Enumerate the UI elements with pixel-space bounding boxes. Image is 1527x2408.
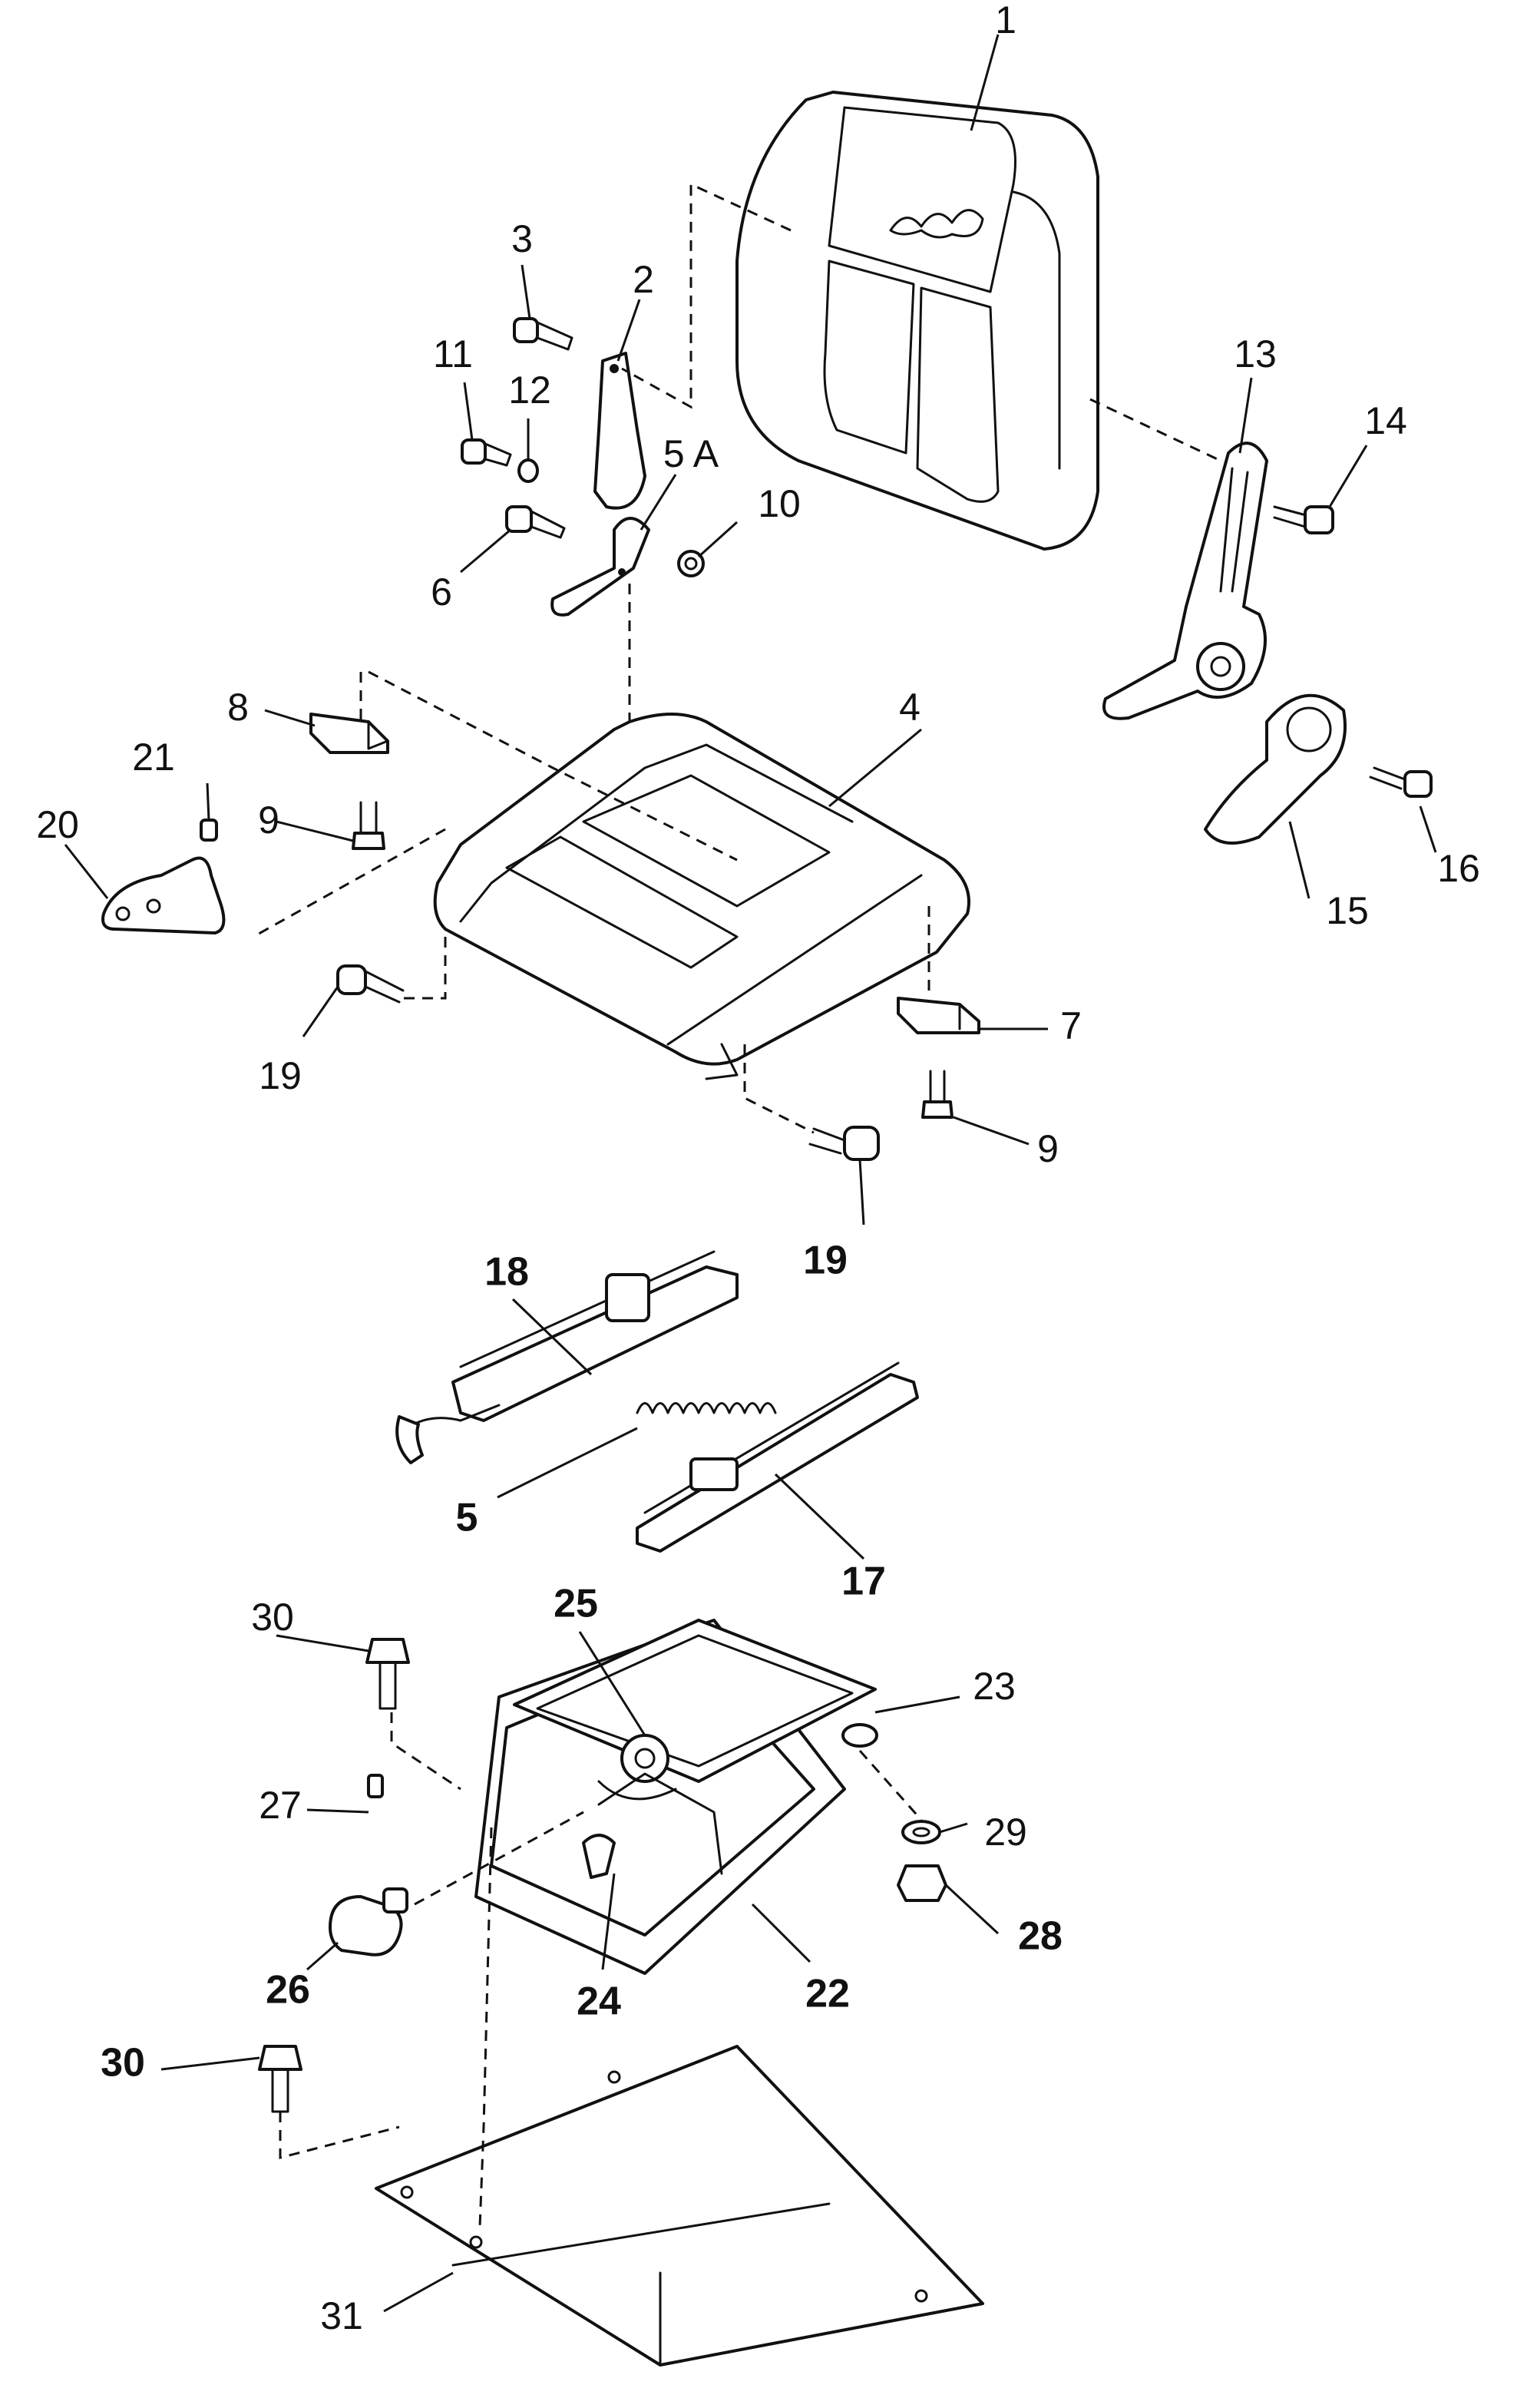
knob-26 (329, 1887, 408, 1957)
callout-4: 4 (899, 686, 920, 729)
bolt-19-right (808, 1126, 880, 1161)
base-plate-31 (375, 2045, 984, 2367)
recliner-lever-13 (1102, 442, 1268, 720)
callout-21: 21 (132, 736, 175, 779)
callout-2: 2 (633, 258, 654, 301)
callout-12: 12 (508, 369, 551, 412)
bolt-30-lower (258, 2045, 302, 2113)
washer-29 (901, 1820, 941, 1844)
plug-21 (200, 819, 218, 842)
callout-14: 14 (1364, 399, 1407, 442)
seat-rail-17 (636, 1361, 919, 1553)
bolt-6 (505, 505, 566, 539)
bolt-9-left (352, 801, 385, 850)
callout-5a: 5 A (663, 432, 719, 475)
callout-8: 8 (227, 686, 249, 729)
callout-5: 5 (456, 1496, 478, 1540)
callout-17: 17 (841, 1560, 886, 1604)
seat-cushion-4 (433, 713, 970, 1080)
adjuster-25 (597, 1734, 677, 1801)
bolt-11 (461, 438, 512, 467)
back-bracket-left (593, 352, 646, 510)
callout-10: 10 (758, 482, 801, 525)
callout-25: 25 (554, 1582, 598, 1626)
bolt-9-right (921, 1070, 954, 1119)
spring-5 (636, 1402, 777, 1414)
nut-28 (897, 1864, 947, 1902)
callout-9-left: 9 (258, 799, 279, 842)
callout-1: 1 (995, 0, 1016, 41)
bolt-16 (1369, 766, 1433, 798)
callout-24: 24 (577, 1980, 621, 2024)
washer-12 (517, 458, 539, 483)
callout-23: 23 (973, 1665, 1016, 1708)
callout-18: 18 (484, 1250, 529, 1295)
seat-back-cushion (735, 91, 1099, 551)
leader-lines (64, 34, 1437, 2313)
callout-27: 27 (259, 1784, 302, 1827)
callout-19-right: 19 (803, 1239, 848, 1283)
callout-7: 7 (1060, 1004, 1082, 1047)
callout-11: 11 (433, 332, 473, 375)
bracket-7 (897, 997, 980, 1034)
seat-rail-18 (395, 1250, 739, 1464)
bracket-8 (309, 713, 389, 754)
assembly-lines (253, 182, 1221, 2228)
callout-13: 13 (1234, 332, 1277, 375)
callout-16: 16 (1437, 847, 1480, 890)
bracket-5a (550, 517, 650, 617)
callout-26: 26 (266, 1968, 310, 2013)
callout-labels: 1 2 3 4 5 A 6 7 8 9 9 10 11 12 13 14 15 … (36, 0, 1480, 2337)
bolt-30-upper (365, 1638, 410, 1710)
nut-10 (677, 550, 705, 577)
bolt-14 (1273, 505, 1334, 534)
callout-3: 3 (511, 217, 533, 260)
callout-22: 22 (805, 1972, 850, 2016)
callout-9-right: 9 (1037, 1127, 1059, 1170)
callout-30-lower: 30 (101, 2041, 145, 2086)
pin-27 (367, 1774, 384, 1798)
hinge-20 (101, 856, 226, 934)
recliner-knob-15 (1204, 693, 1347, 845)
bolt-3 (513, 317, 573, 351)
callout-6: 6 (431, 571, 452, 614)
callout-29: 29 (984, 1811, 1027, 1854)
lever-24 (582, 1772, 723, 1879)
callout-15: 15 (1326, 889, 1369, 932)
callout-30-upper: 30 (251, 1596, 294, 1639)
callout-28: 28 (1018, 1914, 1063, 1959)
callout-19-left: 19 (259, 1054, 302, 1097)
callout-31: 31 (320, 2294, 363, 2337)
bolt-19-left (336, 964, 405, 1004)
callout-20: 20 (36, 803, 79, 846)
